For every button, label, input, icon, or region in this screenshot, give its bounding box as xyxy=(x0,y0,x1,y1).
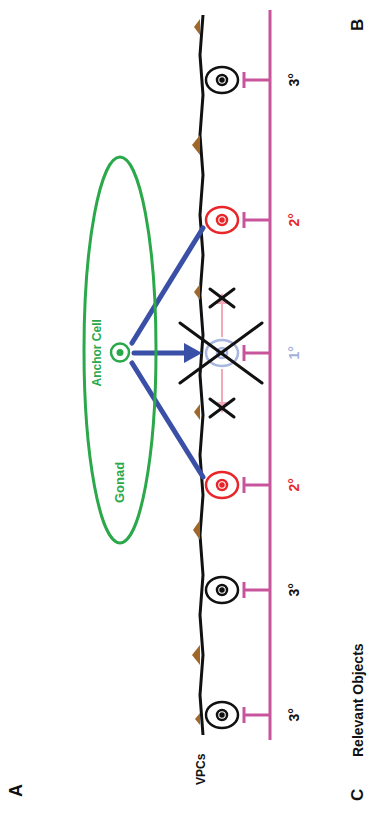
cross-marks xyxy=(180,289,262,417)
induction-arrows xyxy=(132,228,203,477)
anchor-cell: Anchor Cell xyxy=(91,318,131,389)
fate-label: 2° xyxy=(286,213,302,226)
induction-arrowhead xyxy=(184,343,202,363)
panel-letter: B xyxy=(348,19,368,31)
row-label: VPCs xyxy=(195,754,209,785)
fate-label: 3° xyxy=(286,73,302,86)
gonad-outline: Gonad Anchor Cell xyxy=(82,155,158,545)
fate-label: 1° xyxy=(286,346,302,359)
panel-letter: A xyxy=(6,784,27,797)
fate-label: 3° xyxy=(286,583,302,596)
cell-name: Anchor Cell xyxy=(91,319,105,386)
organ-name: Gonad xyxy=(113,462,128,503)
fate-label: 3° xyxy=(286,708,302,721)
epidermis-line xyxy=(200,15,203,735)
inhibition-symbols xyxy=(244,72,270,723)
pink-line xyxy=(269,10,272,740)
fate-label: 2° xyxy=(286,478,302,491)
panel-letter: C xyxy=(348,789,368,801)
section-heading: Relevant Objects xyxy=(350,643,366,757)
vpc-cells xyxy=(206,67,238,728)
